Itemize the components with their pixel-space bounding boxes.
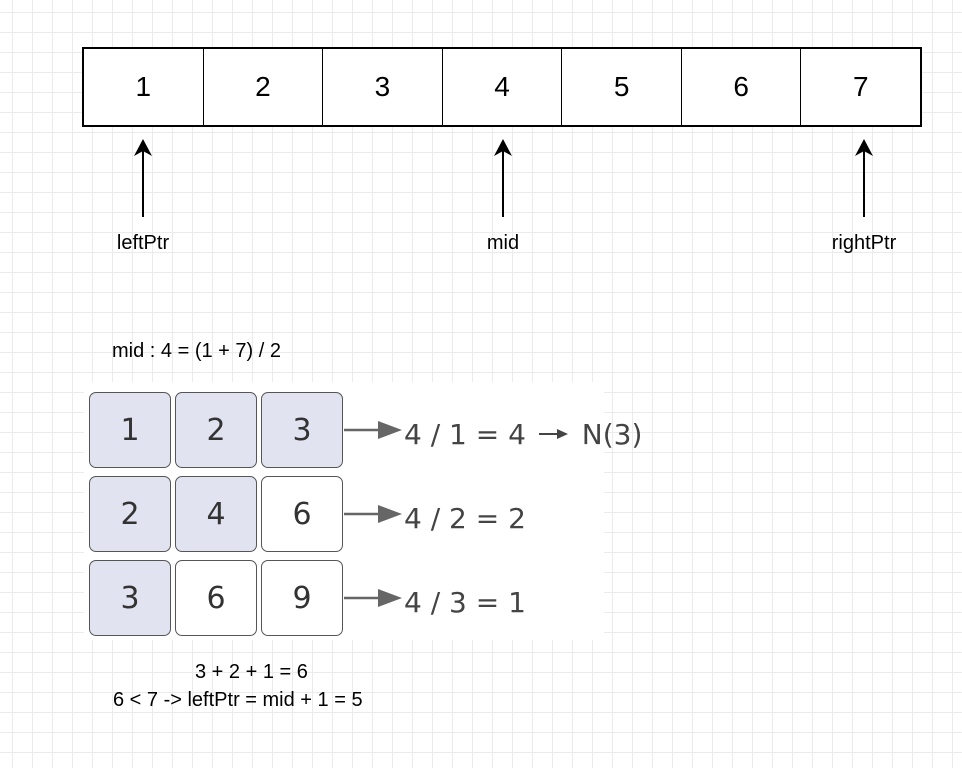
table-cell: 3 xyxy=(261,392,343,468)
table-cell: 6 xyxy=(175,560,257,636)
array-cell: 3 xyxy=(323,49,443,125)
right-arrow-icon xyxy=(344,505,402,523)
array-cell: 1 xyxy=(84,49,204,125)
table-cell: 2 xyxy=(89,476,171,552)
right-pointer: rightPtr xyxy=(804,137,924,257)
array-cell: 2 xyxy=(204,49,324,125)
conclusion-line: 6 < 7 -> leftPtr = mid + 1 = 5 xyxy=(113,689,363,711)
table-cell: 6 xyxy=(261,476,343,552)
row-equation: 4 / 2 = 2 xyxy=(404,500,526,535)
array-row: 1 2 3 4 5 6 7 xyxy=(82,47,922,127)
array-cell: 7 xyxy=(852,71,869,102)
right-arrow-icon xyxy=(344,421,402,439)
array-cell: 5 xyxy=(562,49,682,125)
mid-pointer-label: mid xyxy=(486,232,520,254)
array-cell: 4 xyxy=(443,49,563,125)
left-pointer: leftPtr xyxy=(83,137,203,257)
equation-text: 4 / 1 = 4 xyxy=(404,417,526,451)
array-cell: 6 xyxy=(682,49,802,125)
row-equation: 4 / 1 = 4 N(3) xyxy=(404,416,642,451)
left-pointer-label: leftPtr xyxy=(116,232,170,254)
count-note: N(3) xyxy=(581,417,643,451)
mid-pointer: mid xyxy=(443,137,563,257)
table-cell: 3 xyxy=(89,560,171,636)
up-arrow-icon xyxy=(134,139,152,217)
equation-text: 4 / 3 = 1 xyxy=(404,585,526,619)
multiplication-table: 1 2 3 4 / 1 = 4 N(3) 2 4 6 4 / 2 = 2 3 6… xyxy=(84,382,642,640)
row-equation: 4 / 3 = 1 xyxy=(404,584,526,619)
table-cell: 9 xyxy=(261,560,343,636)
right-arrow-icon xyxy=(344,589,402,607)
table-cell: 4 xyxy=(175,476,257,552)
equation-text: 4 / 2 = 2 xyxy=(404,501,526,535)
right-pointer-label: rightPtr xyxy=(831,232,897,254)
table-cell: 1 xyxy=(89,392,171,468)
sum-line: 3 + 2 + 1 = 6 xyxy=(195,661,308,683)
right-arrow-icon xyxy=(538,429,568,439)
mid-formula: mid : 4 = (1 + 7) / 2 xyxy=(112,340,281,362)
up-arrow-icon xyxy=(855,139,873,217)
table-cell: 2 xyxy=(175,392,257,468)
up-arrow-icon xyxy=(494,139,512,217)
